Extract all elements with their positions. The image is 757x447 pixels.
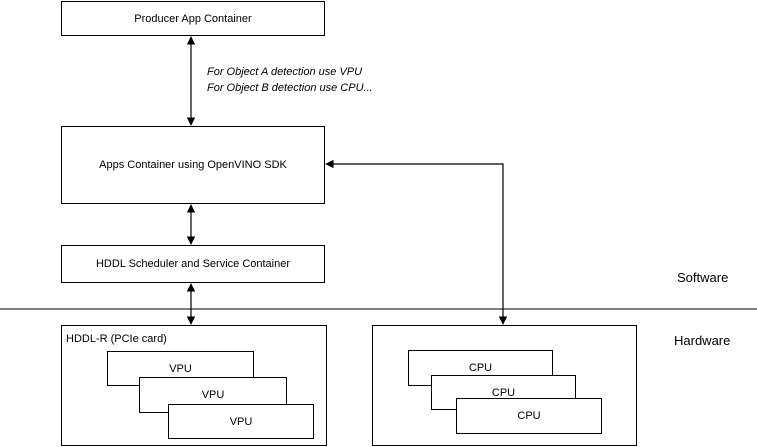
hddlr-title: HDDL-R (PCIe card) xyxy=(66,333,167,345)
cpu-label: CPU xyxy=(517,410,541,422)
apps-container-label: Apps Container using OpenVINO SDK xyxy=(99,159,287,171)
vpu-label: VPU xyxy=(229,415,253,428)
vpu-label: VPU xyxy=(201,389,225,401)
vpu-box: VPU xyxy=(168,404,314,439)
hardware-label: Hardware xyxy=(674,333,731,348)
annotation-line-1: For Object A detection use VPU xyxy=(207,66,363,78)
producer-app-label: Producer App Container xyxy=(134,12,252,25)
hddl-scheduler-container: HDDL Scheduler and Service Container xyxy=(61,245,325,283)
cpu-label: CPU xyxy=(468,362,493,374)
annotation-line-2: For Object B detection use CPU... xyxy=(207,82,373,94)
producer-app-container: Producer App Container xyxy=(61,1,325,36)
software-label: Software xyxy=(677,270,729,285)
hddl-scheduler-label: HDDL Scheduler and Service Container xyxy=(95,258,291,270)
cpu-label: CPU xyxy=(491,386,516,399)
apps-container: Apps Container using OpenVINO SDK xyxy=(61,126,325,204)
cpu-box: CPU xyxy=(456,398,602,434)
arrow-apps-cpu xyxy=(325,159,508,325)
vpu-label: VPU xyxy=(169,362,192,375)
